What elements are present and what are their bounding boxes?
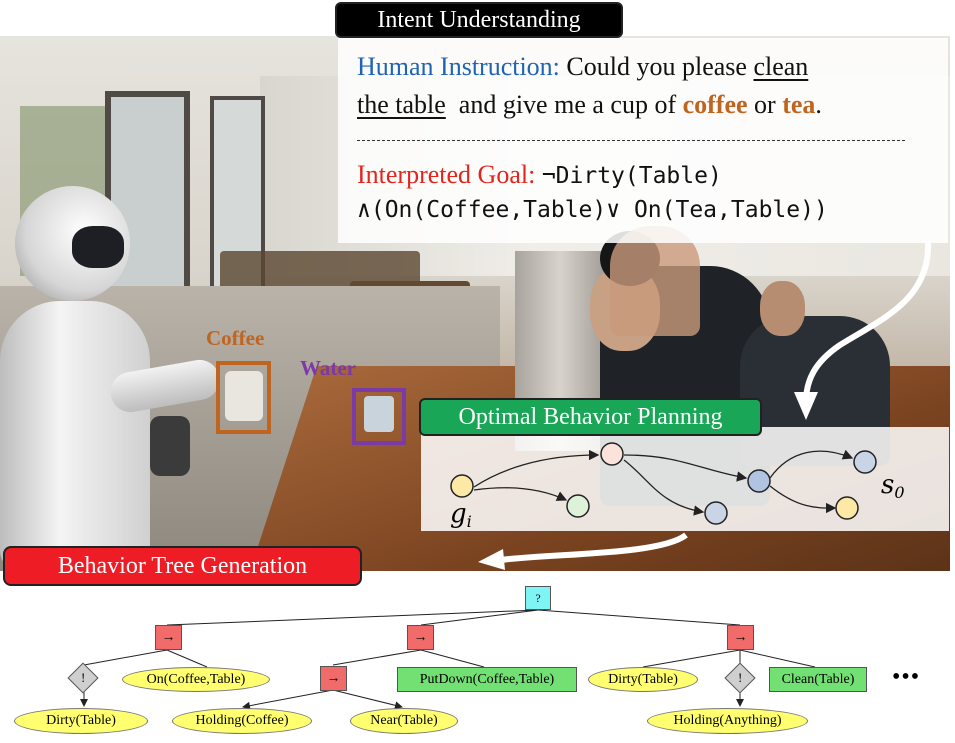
intent-understanding-badge: Intent Understanding — [335, 2, 623, 38]
water-label: Water — [300, 356, 356, 380]
bt-fallback-root: ? — [525, 586, 551, 610]
coffee-label: Coffee — [206, 326, 265, 350]
instruction-coffee: coffee — [682, 90, 748, 119]
instruction-tea: tea — [782, 90, 816, 119]
goal-node-label: s0 — [881, 470, 905, 502]
bt-condition-dirty-table-2: Dirty(Table) — [588, 667, 698, 692]
flow-arrowhead-to-tree — [478, 549, 505, 570]
goal-formula-1: ¬Dirty(Table) — [541, 163, 722, 189]
bt-sequence-1: → — [155, 625, 182, 650]
flow-arrow-to-tree — [499, 532, 688, 563]
coffee-bounding-box — [216, 361, 271, 434]
optimal-behavior-planning-badge: Optimal Behavior Planning — [419, 398, 762, 436]
graph-node — [566, 494, 590, 518]
bt-more-ellipsis: ••• — [892, 664, 921, 690]
graph-node — [704, 501, 728, 525]
water-bounding-box — [352, 388, 406, 445]
bt-condition-on-coffee-table: On(Coffee,Table) — [122, 667, 270, 692]
graph-node — [600, 442, 624, 466]
bt-action-clean-table: Clean(Table) — [769, 667, 867, 692]
human-instruction-prefix: Human Instruction: — [357, 52, 560, 81]
graph-node — [747, 469, 771, 493]
instruction-text-1: Could you please — [559, 52, 754, 81]
bt-action-putdown-coffee-table: PutDown(Coffee,Table) — [397, 667, 577, 692]
bt-sequence-2: → — [407, 625, 434, 650]
goal-formula-2: ∧(On(Coffee,Table)∨ On(Tea,Table)) — [357, 197, 828, 223]
flow-arrow-to-planning — [803, 242, 932, 403]
bt-condition-holding-coffee: Holding(Coffee) — [172, 708, 312, 734]
graph-node-start — [450, 474, 474, 498]
bt-sequence-4: → — [320, 666, 347, 691]
instruction-text-2: and give me a cup of — [445, 90, 683, 119]
graph-node — [853, 450, 877, 474]
planning-panel — [421, 427, 949, 531]
interpreted-goal-prefix: Interpreted Goal: — [357, 160, 542, 189]
instruction-or: or — [747, 90, 783, 119]
start-node-label: gi — [450, 499, 472, 531]
flow-arrowhead-to-planning — [794, 392, 818, 420]
instruction-the-table: the table — [357, 90, 446, 119]
behavior-tree-generation-badge: Behavior Tree Generation — [3, 546, 362, 586]
instruction-clean: clean — [753, 52, 809, 81]
human-instruction-line-1: Human Instruction: Could you please clea… — [357, 52, 808, 82]
bt-condition-holding-anything: Holding(Anything) — [647, 708, 808, 734]
bt-condition-near-table: Near(Table) — [350, 708, 458, 734]
human-instruction-line-2: the table and give me a cup of coffee or… — [357, 90, 822, 120]
graph-node-goal — [835, 496, 859, 520]
instruction-end: . — [815, 90, 822, 119]
interpreted-goal-line-1: Interpreted Goal: ¬Dirty(Table) — [357, 160, 722, 190]
separator-dashed — [357, 140, 905, 141]
bt-condition-dirty-table-1: Dirty(Table) — [14, 708, 148, 734]
bt-sequence-3: → — [727, 625, 754, 650]
